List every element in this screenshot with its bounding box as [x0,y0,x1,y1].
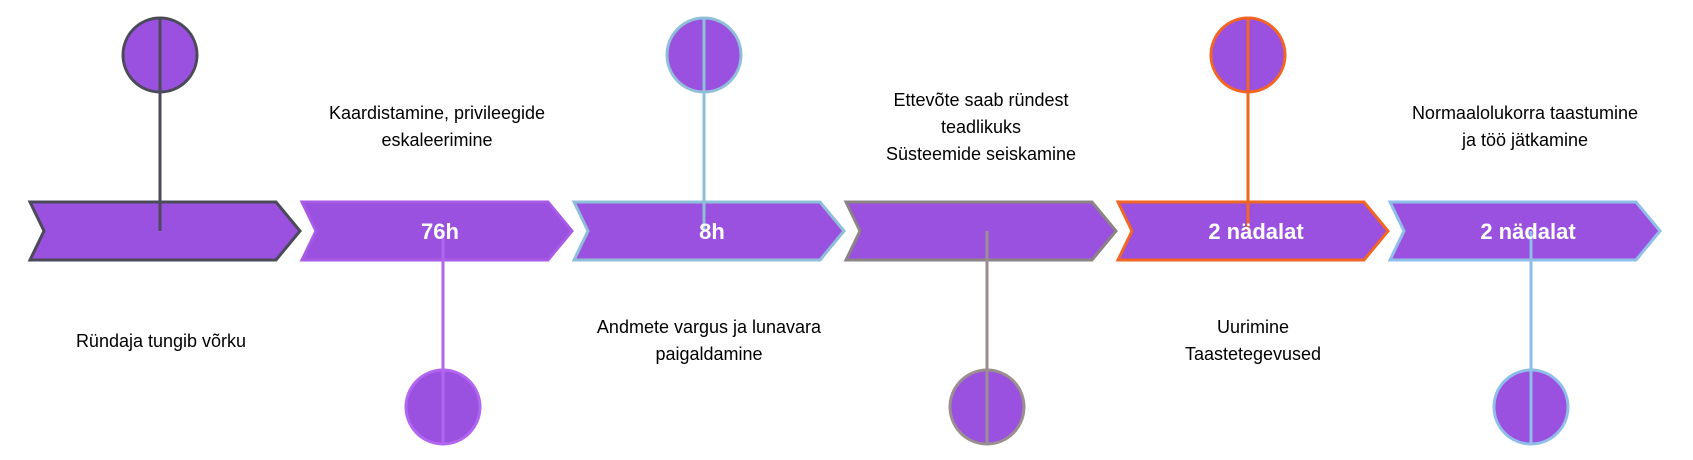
chevron-step-4 [843,200,1118,262]
caption-line: paigaldamine [655,344,763,364]
duration-labels: 76h 8h 2 nädalat 2 nädalat [421,219,1576,244]
caption-line: Ründaja tungib võrku [75,331,247,351]
caption-line: ja töö jätkamine [1461,130,1589,150]
marker-stems [121,16,1570,446]
step-caption-2: Kaardistamine, privileegide eskaleerimine [287,100,587,154]
duration-label-6: 2 nädalat [1480,219,1576,244]
caption-line: Taastetegevused [1184,344,1322,364]
chevron-row [27,200,1662,262]
duration-label-2: 76h [421,219,459,244]
chevron-step-2 [299,200,574,262]
caption-line: Uurimine [1216,317,1290,337]
caption-line: Normaalolukorra taastumine [1411,103,1639,123]
caption-line: Kaardistamine, privileegide [328,103,546,123]
chevron-step-3 [571,200,846,262]
step-caption-3: Andmete vargus ja lunavara paigaldamine [559,314,859,368]
chevron-step-5 [1115,200,1390,262]
step-caption-1: Ründaja tungib võrku [11,328,311,355]
chevron-step-1 [27,200,302,262]
step-caption-6: Normaalolukorra taastumine ja töö jätkami… [1375,100,1675,154]
chevron-step-6 [1387,200,1662,262]
caption-line: Süsteemide seiskamine [885,144,1077,164]
caption-line: Andmete vargus ja lunavara [596,317,822,337]
duration-label-3: 8h [699,219,725,244]
caption-line: eskaleerimine [381,130,493,150]
duration-label-5: 2 nädalat [1208,219,1304,244]
caption-line: teadlikuks [940,117,1022,137]
caption-line: Ettevõte saab ründest [893,90,1069,110]
